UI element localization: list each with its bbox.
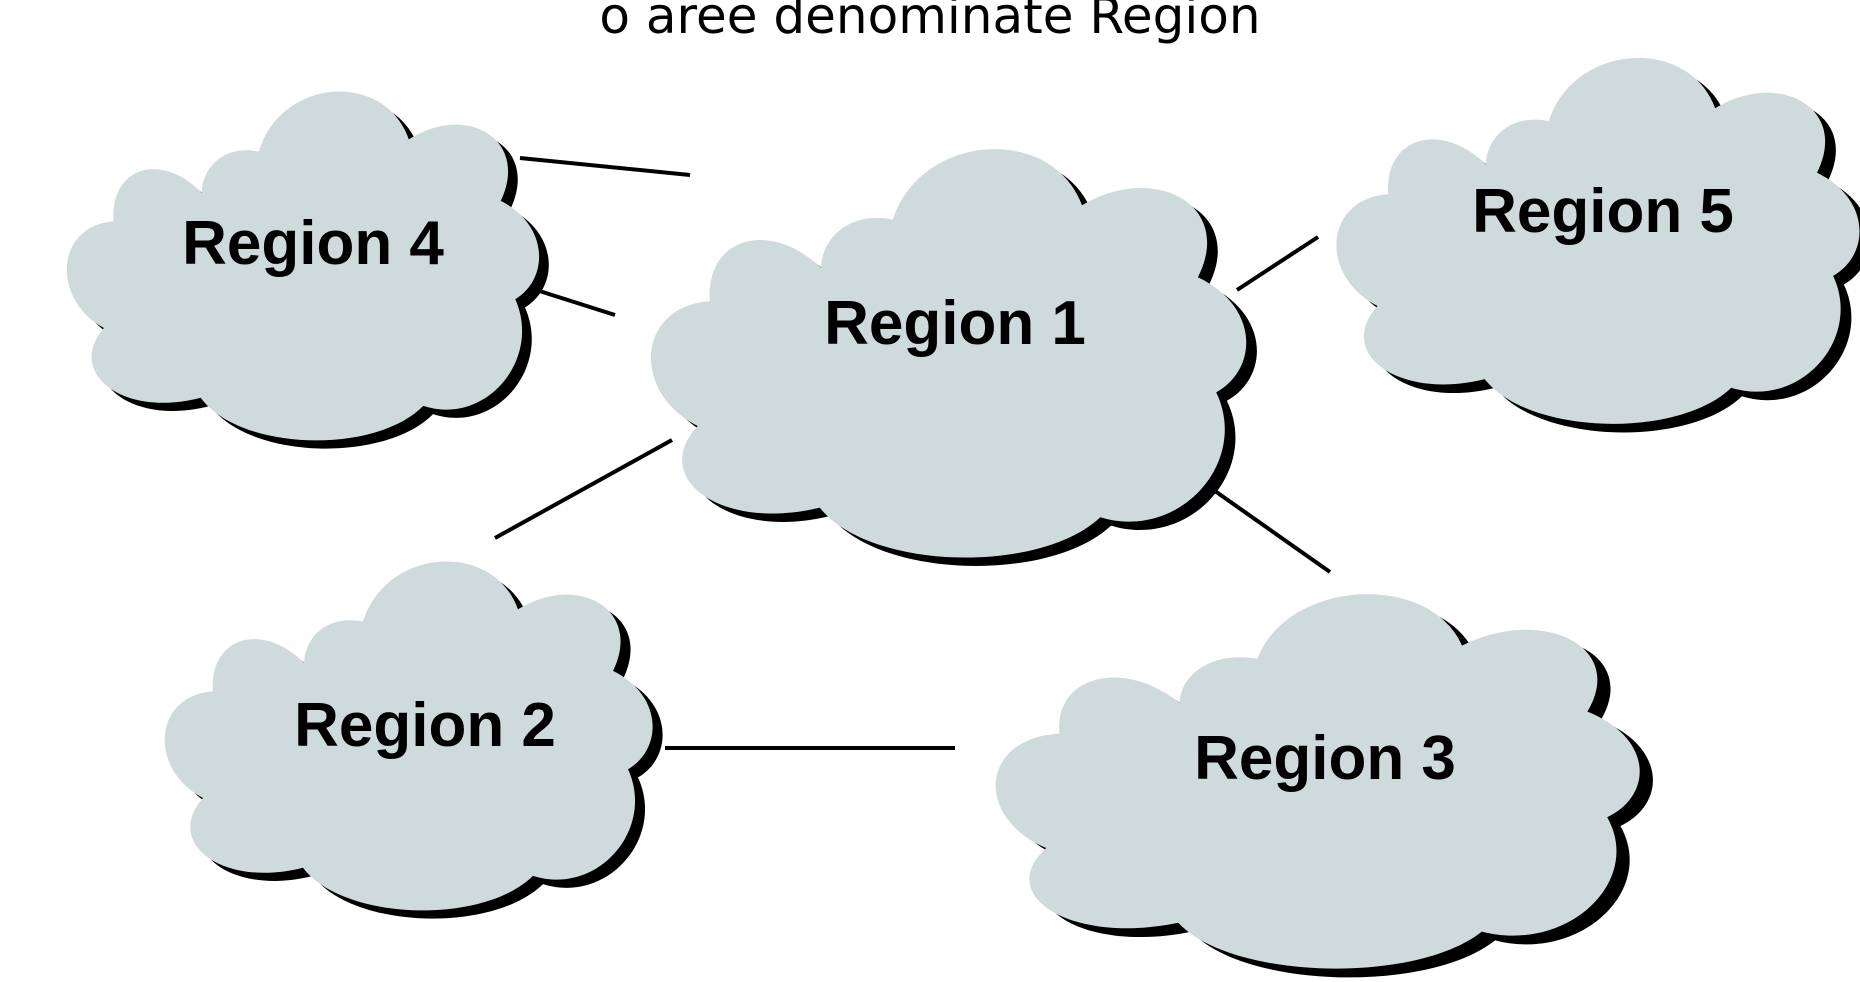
link-region1-region2 xyxy=(494,438,673,540)
region-5-label: Region 5 xyxy=(1472,177,1734,246)
region-3-label: Region 3 xyxy=(1194,724,1456,793)
region-4-label: Region 4 xyxy=(182,209,444,278)
region-2-label: Region 2 xyxy=(294,691,556,760)
connections xyxy=(494,156,1332,750)
link-region1-region3 xyxy=(1203,482,1332,574)
link-region1-region5 xyxy=(1235,235,1320,292)
link-region4-region1-lower xyxy=(529,286,616,317)
region-1-label: Region 1 xyxy=(824,289,1086,358)
slide-caption: o aree denominate Region xyxy=(599,0,1261,45)
link-region4-region1-upper xyxy=(519,156,691,177)
